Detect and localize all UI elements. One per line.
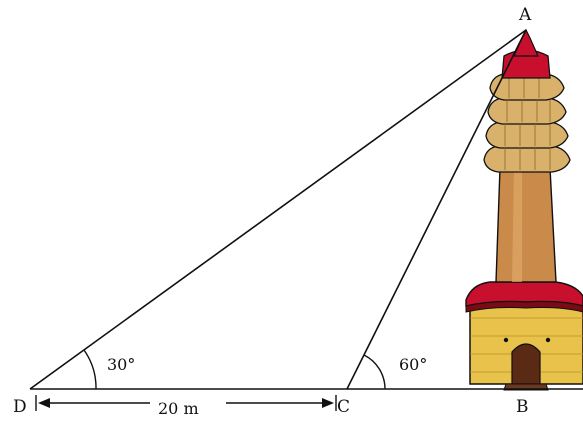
tower-spire bbox=[513, 28, 539, 57]
triangle-lines bbox=[29, 29, 583, 390]
angle-label-C: 60° bbox=[399, 355, 427, 374]
angle-label-D: 30° bbox=[107, 355, 135, 374]
arrowhead-left-icon bbox=[38, 398, 50, 408]
tower-balconies bbox=[483, 73, 571, 173]
line-CA bbox=[346, 29, 527, 390]
point-label-A: A bbox=[518, 5, 532, 25]
angle-arc-C bbox=[363, 354, 386, 390]
tower-shaft bbox=[495, 167, 557, 283]
dimension-DC bbox=[35, 395, 337, 411]
tower-lower-roof-edge bbox=[465, 301, 583, 313]
tower-balcony-details bbox=[504, 76, 551, 170]
tower-door bbox=[511, 343, 541, 385]
arrowhead-right-icon bbox=[322, 398, 334, 408]
dimension-label-DC: 20 m bbox=[158, 399, 199, 418]
line-DA bbox=[29, 29, 527, 390]
point-label-C: C bbox=[337, 397, 350, 417]
point-label-D: D bbox=[13, 397, 27, 417]
tower-shaft-highlight bbox=[512, 168, 522, 282]
tower-illustration bbox=[465, 28, 583, 391]
angle-arc-D bbox=[83, 349, 97, 390]
tower-window-dot bbox=[545, 337, 551, 343]
tower-window-dot bbox=[503, 337, 509, 343]
point-label-B: B bbox=[516, 397, 529, 417]
